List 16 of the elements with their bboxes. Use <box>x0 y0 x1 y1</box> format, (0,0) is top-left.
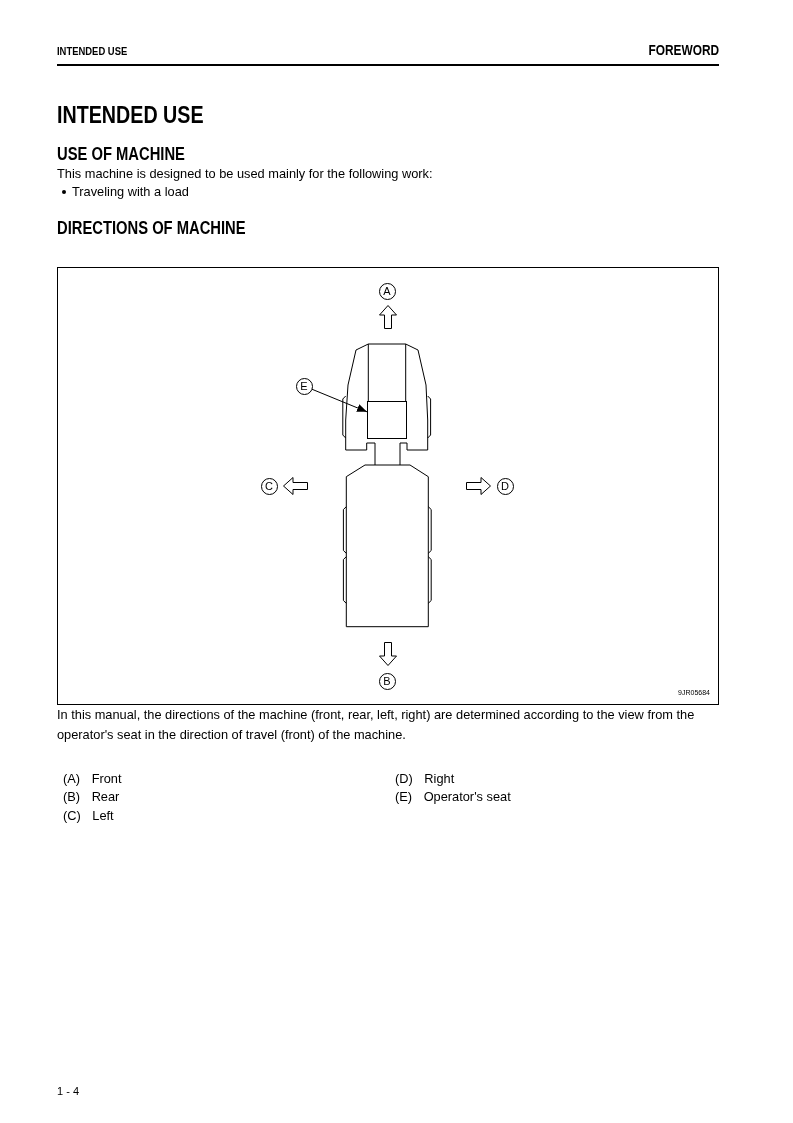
key-entry: (D) Right <box>395 771 455 787</box>
page-title: INTENDED USE <box>57 101 204 130</box>
key-entry: (E) Operator's seat <box>395 789 511 805</box>
key-entry: (C) Left <box>63 808 114 824</box>
section-heading: DIRECTIONS OF MACHINE <box>57 218 246 240</box>
key-entry: (B) Rear <box>63 789 120 805</box>
body-text: This machine is designed to be used mainly for the following work: <box>57 166 433 182</box>
key-entry: (A) Front <box>63 771 122 787</box>
page-number: 1 - 4 <box>57 1085 79 1099</box>
running-header: FOREWORD <box>648 42 719 60</box>
list-item: Traveling with a load <box>72 184 189 200</box>
section-heading: USE OF MACHINE <box>57 144 185 166</box>
leader-line <box>311 388 368 413</box>
operator-seat <box>367 401 407 439</box>
body-text: In this manual, the directions of the machine (front, rear, left, right) are determined according to the view from the operator's seat in the direction of travel (front) of the machine. <box>57 706 696 744</box>
running-header: INTENDED USE <box>57 45 128 59</box>
